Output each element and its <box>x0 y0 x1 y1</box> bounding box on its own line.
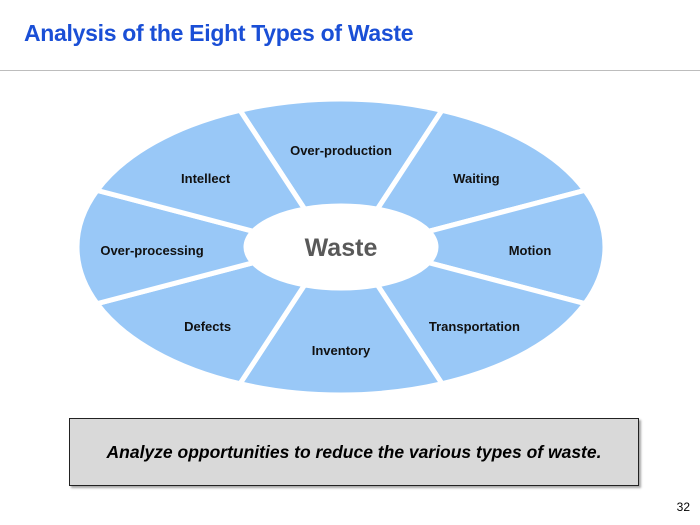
segment-label-over-processing: Over-processing <box>100 243 203 258</box>
page-number: 32 <box>676 500 690 514</box>
callout-text: Analyze opportunities to reduce the vari… <box>106 441 602 462</box>
segment-label-waiting: Waiting <box>453 171 500 186</box>
callout-box: Analyze opportunities to reduce the vari… <box>69 418 639 486</box>
segment-label-motion: Motion <box>509 243 552 258</box>
waste-wheel-svg: Waste Over-productionWaitingMotionTransp… <box>77 99 605 395</box>
segment-label-defects: Defects <box>184 319 231 334</box>
segment-label-over-production: Over-production <box>290 143 392 158</box>
segment-label-transportation: Transportation <box>429 319 520 334</box>
center-hub <box>246 206 436 288</box>
slide-title: Analysis of the Eight Types of Waste <box>24 20 414 46</box>
center-label: Waste <box>305 234 378 262</box>
segment-label-inventory: Inventory <box>312 343 371 358</box>
segment-label-intellect: Intellect <box>181 171 231 186</box>
title-divider <box>0 70 700 71</box>
